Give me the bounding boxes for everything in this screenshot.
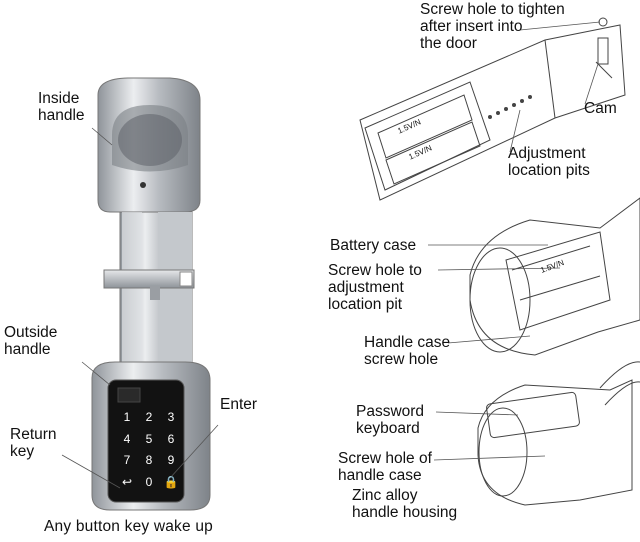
label-screw-hole-handle-case: Screw hole of handle case [338, 450, 432, 484]
keypad-key: 5 [145, 431, 153, 446]
keypad-key: 3 [167, 410, 175, 424]
label-screw-hole-tighten: Screw hole to tighten after insert into … [420, 1, 565, 52]
label-enter: Enter [220, 396, 258, 413]
label-inside-handle: Inside handle [38, 90, 85, 124]
keypad-key: 1 [123, 410, 131, 424]
handle-housing-drawing [477, 361, 640, 506]
label-cam: Cam [584, 100, 617, 117]
keypad-key: 2 [145, 410, 153, 424]
leader-lines [61, 21, 601, 489]
keypad-key: 🔒 [163, 474, 179, 489]
label-adjustment-pits: Adjustment location pits [508, 145, 590, 179]
lock-cylinder [103, 211, 195, 371]
keypad-key: 9 [167, 453, 175, 467]
inside-handle-knob [97, 77, 201, 213]
top-cylinder-drawing [359, 17, 626, 201]
label-screw-hole-adjust: Screw hole to adjustment location pit [328, 262, 422, 313]
keypad-key: 7 [123, 453, 131, 467]
label-handle-case-screw: Handle case screw hole [364, 334, 451, 368]
label-password-keyboard: Password keyboard [356, 403, 425, 437]
outside-handle-body [91, 361, 211, 511]
keypad-key: 6 [167, 431, 175, 446]
keypad-key: 4 [123, 431, 131, 446]
label-outside-handle: Outside handle [4, 324, 58, 358]
adjustment-pits [488, 95, 532, 119]
label-battery-case: Battery case [330, 237, 417, 254]
label-return-key: Return key [10, 426, 57, 460]
keypad-key: ↩ [121, 474, 133, 489]
keypad-key: 0 [145, 474, 153, 489]
label-zinc-alloy: Zinc alloy handle housing [352, 487, 458, 521]
caption: Any button key wake up [44, 518, 213, 535]
battery-case-drawing [469, 197, 640, 356]
keypad-key: 8 [145, 453, 153, 467]
